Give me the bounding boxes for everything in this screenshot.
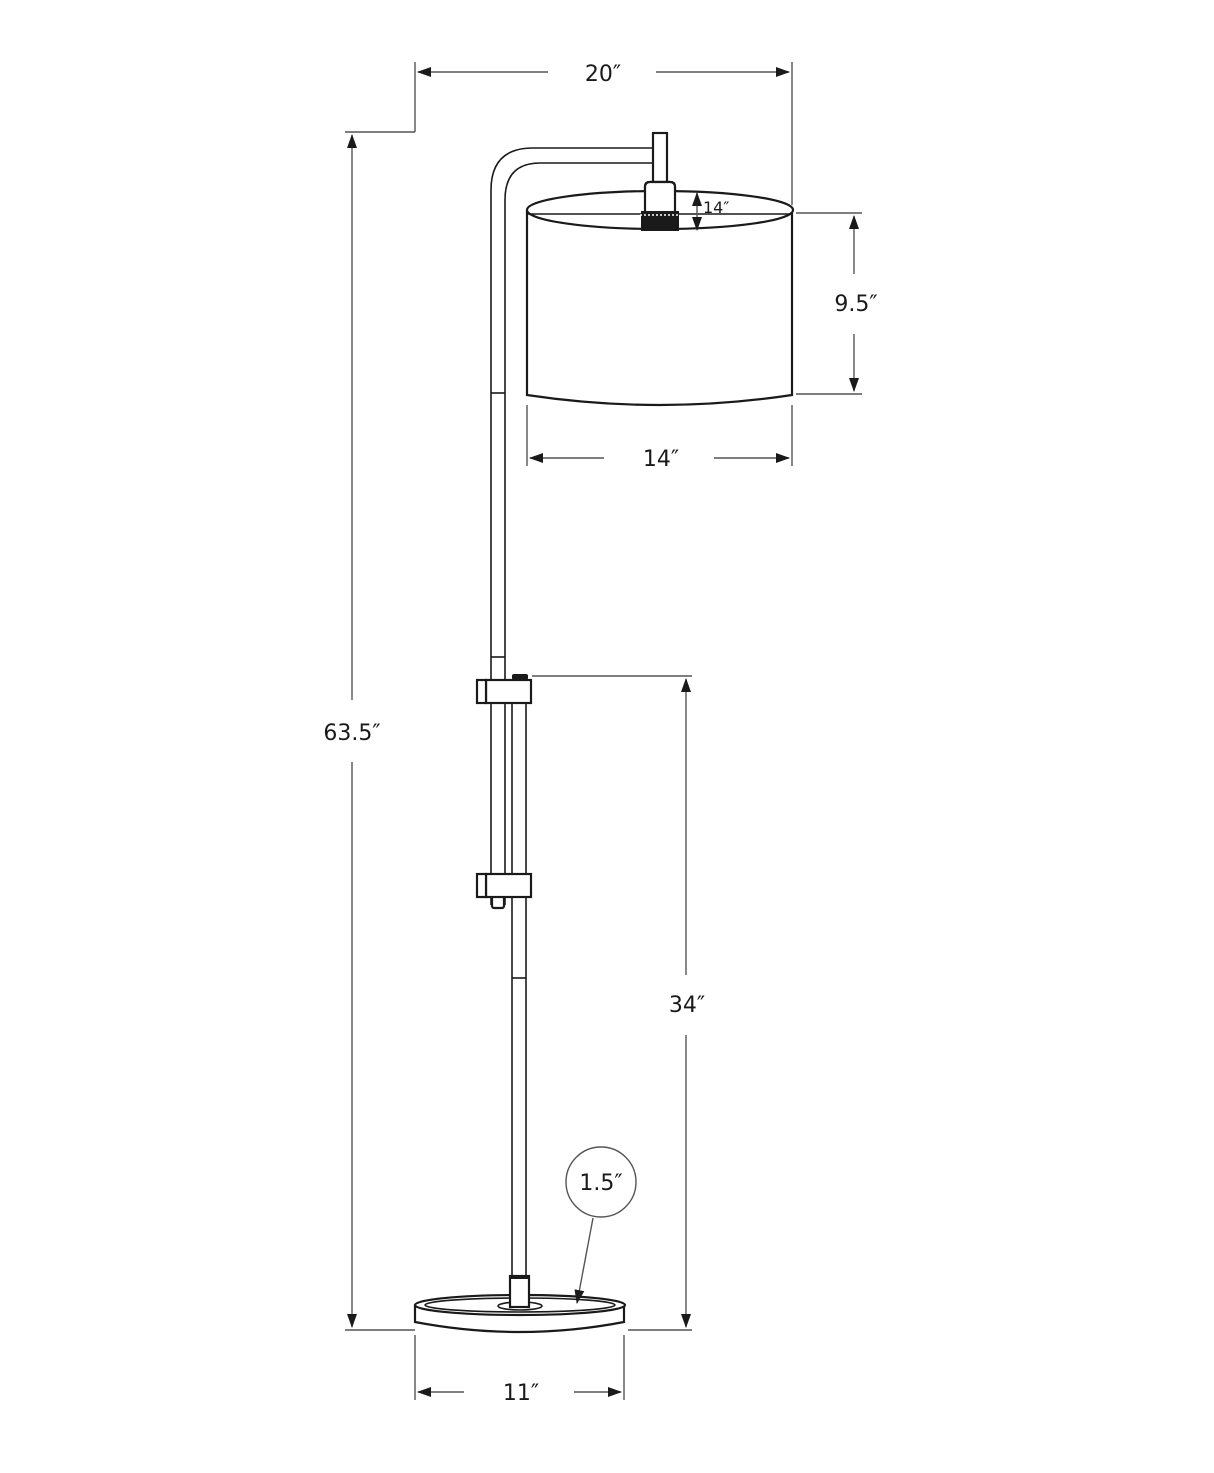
- dimension-shade-height: 9.5″: [796, 212, 878, 395]
- label-shade-top: 14″: [703, 198, 729, 217]
- dimension-base-diameter: 11″: [414, 1335, 625, 1406]
- label-base-diameter: 11″: [503, 1381, 539, 1406]
- dimension-overall-height: 63.5″: [323, 131, 415, 1331]
- lamp-adjuster: [475, 674, 533, 1278]
- label-overall-width: 20″: [585, 62, 621, 87]
- dimension-shade-diameter: 14″: [526, 405, 793, 472]
- dimension-adjustable-height: 34″: [532, 675, 705, 1331]
- lamp-shade: [525, 180, 795, 407]
- label-shade-diameter: 14″: [643, 447, 679, 472]
- lamp-arm: [490, 147, 654, 680]
- label-shade-height: 9.5″: [834, 292, 877, 317]
- label-overall-height: 63.5″: [323, 721, 380, 746]
- label-base-thickness: 1.5″: [579, 1171, 622, 1196]
- dimension-overall-width: 20″: [414, 62, 793, 205]
- dimension-shade-top: 14″: [692, 192, 729, 231]
- callout-base-thickness: 1.5″: [565, 1146, 637, 1304]
- lamp-base: [413, 1274, 627, 1334]
- label-adjustable-height: 34″: [669, 993, 705, 1018]
